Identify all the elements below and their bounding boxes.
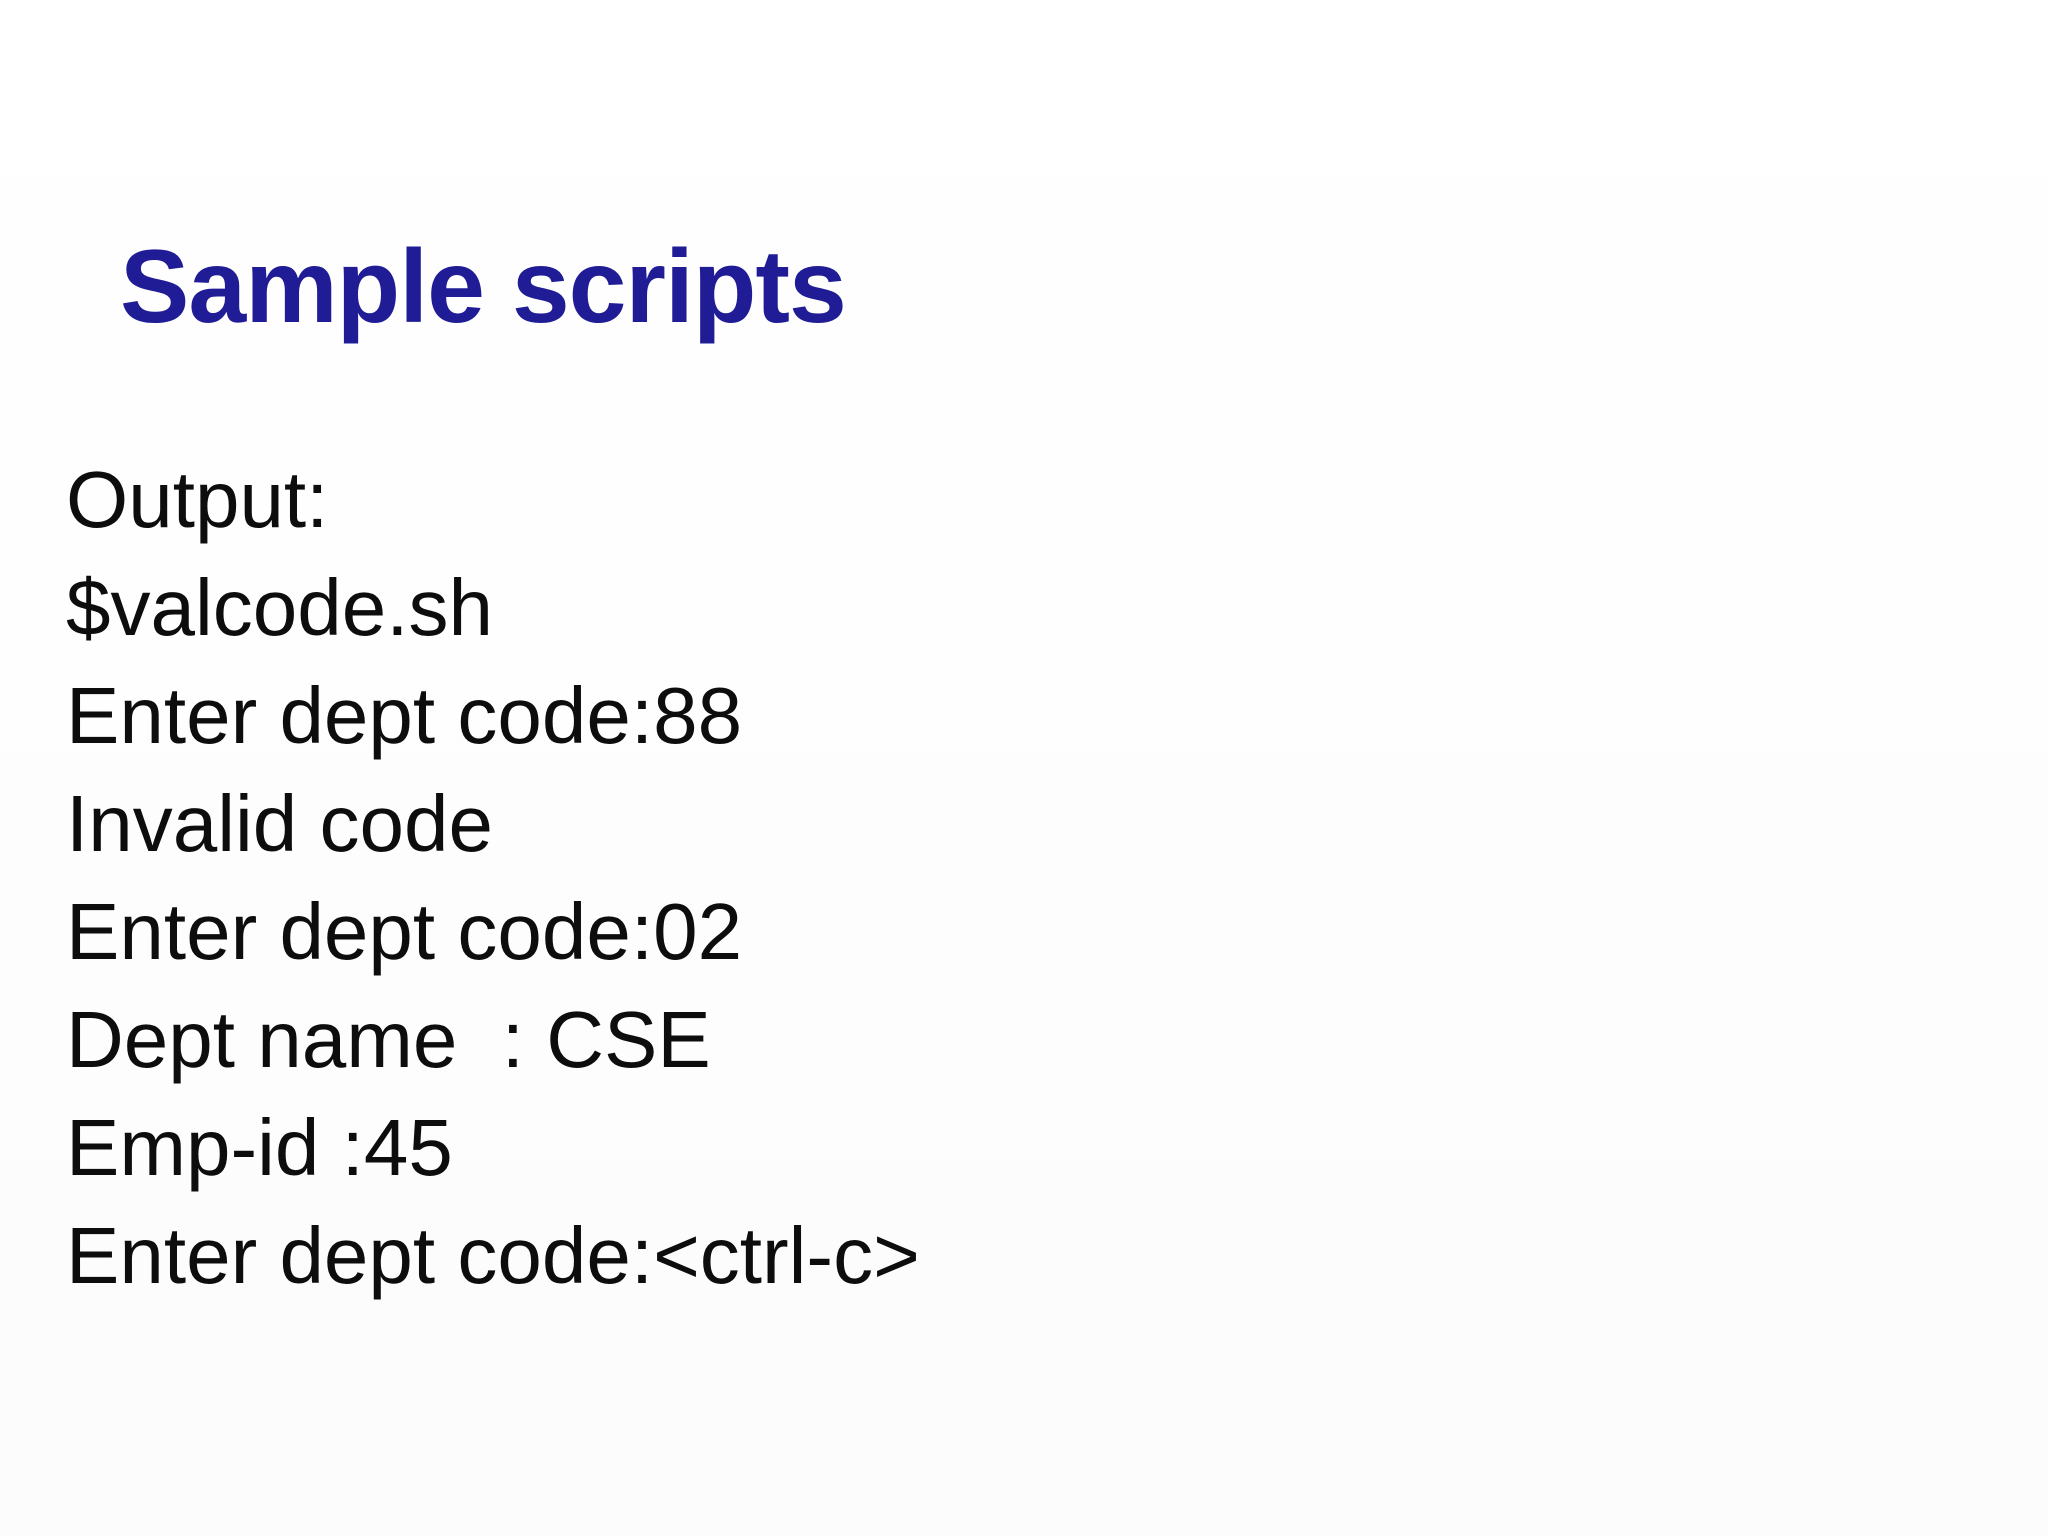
output-line: Enter dept code:02 <box>66 887 743 976</box>
output-line: $valcode.sh <box>66 563 493 652</box>
terminal-output-block: Output: $valcode.sh Enter dept code:88 I… <box>66 446 920 1310</box>
slide-title: Sample scripts <box>120 229 847 345</box>
output-line: Dept name : CSE <box>66 995 711 1084</box>
output-line: Enter dept code:<ctrl-c> <box>66 1211 920 1300</box>
output-line: Invalid code <box>66 779 493 868</box>
output-line: Output: <box>66 455 329 544</box>
output-line: Enter dept code:88 <box>66 671 743 760</box>
output-line: Emp-id :45 <box>66 1103 453 1192</box>
